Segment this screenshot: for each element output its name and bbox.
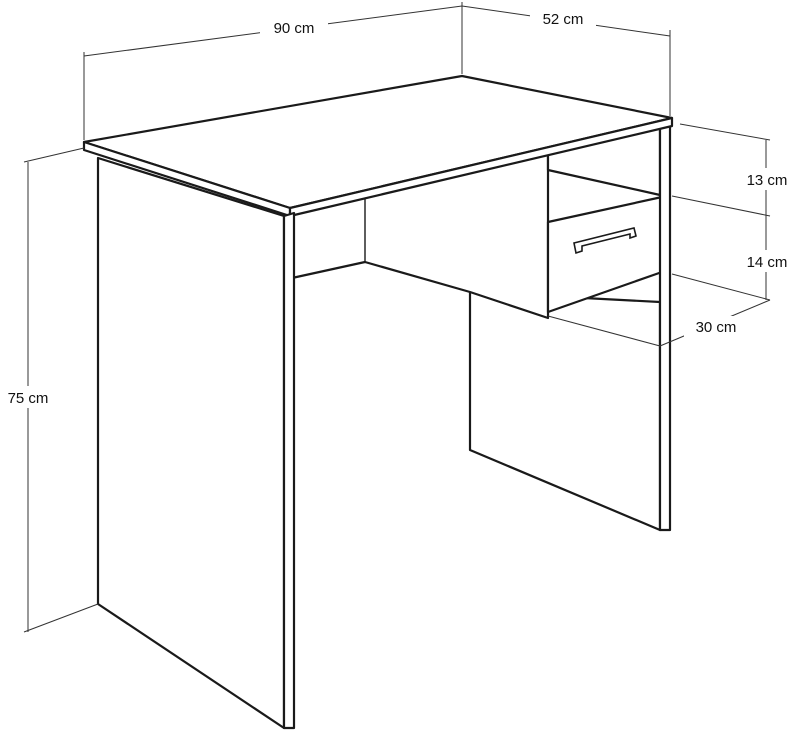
shelf-height-dimension: 13 cm <box>671 123 800 217</box>
width-dimension: 90 cm <box>83 2 463 140</box>
height-dimension: 75 cm <box>0 147 99 633</box>
drawer-depth-dimension: 30 cm <box>547 299 771 347</box>
depth-dimension: 52 cm <box>461 5 671 116</box>
shelf-height-label: 13 cm <box>747 172 788 189</box>
left-panel-front-edge <box>282 211 296 730</box>
drawer-handle-icon <box>573 227 637 255</box>
shelf-board <box>547 169 661 196</box>
height-label: 75 cm <box>8 390 49 407</box>
drawer-depth-label: 30 cm <box>696 319 737 336</box>
left-side-panel <box>96 156 286 730</box>
right-side-panel <box>468 290 662 532</box>
width-label: 90 cm <box>274 20 315 37</box>
right-panel-front-edge <box>658 120 672 532</box>
drawer-front <box>546 195 664 314</box>
depth-label: 52 cm <box>543 11 584 28</box>
drawer-height-dimension: 14 cm <box>671 216 800 301</box>
drawer-height-label: 14 cm <box>747 254 788 271</box>
